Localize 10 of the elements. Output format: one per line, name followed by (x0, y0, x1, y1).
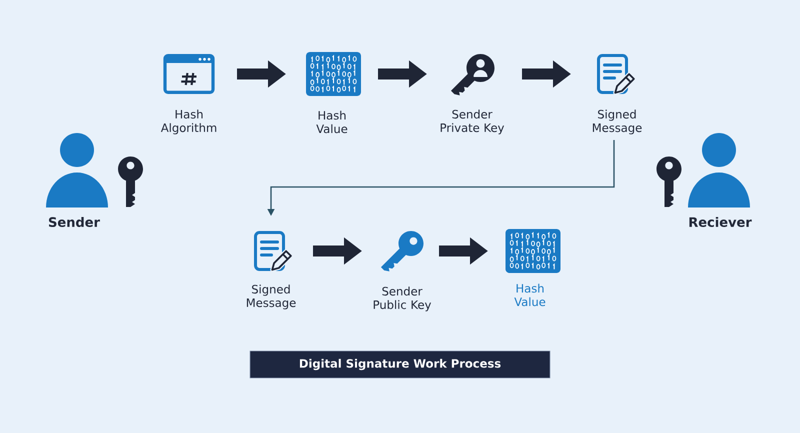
title-banner: Digital Signature Work Process (250, 350, 550, 378)
step-label: Signed Message (246, 284, 296, 310)
step-label: Hash Value (316, 110, 348, 134)
step-label: Sender Private Key (440, 110, 504, 134)
role-label: Reciever (689, 216, 752, 228)
step-label: Sender Public Key (374, 286, 432, 312)
step-label: Signed Message (592, 110, 642, 134)
role-label: Sender (48, 216, 100, 228)
step-label: Hash Algorithm (160, 110, 216, 134)
step-label: Hash Value (514, 284, 546, 306)
